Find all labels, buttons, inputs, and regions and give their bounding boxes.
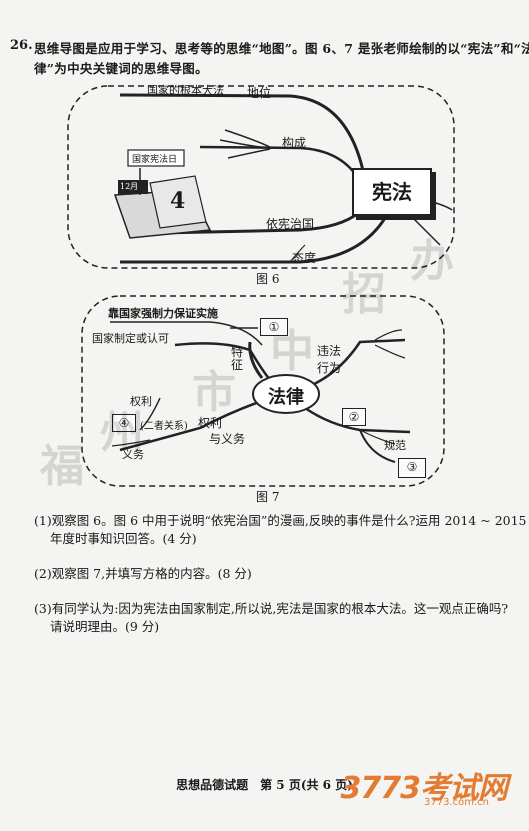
fig7-norms-label: 规范 bbox=[384, 439, 406, 452]
fig7-rights-label: 权利 bbox=[130, 395, 152, 408]
fig7-caption: 图 7 bbox=[256, 490, 280, 504]
fig7-center-law: 法律 bbox=[268, 387, 304, 408]
watermark-char-4: 中 bbox=[270, 326, 314, 377]
figure6-mindmap bbox=[67, 85, 455, 269]
fig6-branch-attitude: 态度 bbox=[292, 251, 317, 265]
fig7-with-duties-label: 与义务 bbox=[209, 432, 246, 446]
subquestion-1-line1: (1)观察图 6。图 6 中用于说明“依宪治国”的漫画,反映的事件是什么?运用 … bbox=[34, 513, 527, 528]
fig6-calendar-day: 4 bbox=[170, 188, 186, 214]
question-text-line1: 思维导图是应用于学习、思考等的思维“地图”。图 6、7 是张老师绘制的以“宪法”… bbox=[34, 41, 529, 56]
fig7-relation-label: (二者关系) bbox=[140, 421, 188, 432]
subquestion-1-line2: 年度时事知识回答。(4 分) bbox=[50, 531, 197, 546]
fig7-blank-3: ③ bbox=[398, 458, 426, 478]
fig6-branch-composition: 构成 bbox=[282, 136, 307, 150]
fig7-feature-label: 特征 bbox=[231, 345, 244, 372]
subquestion-2-line1: (2)观察图 7,并填写方格的内容。(8 分) bbox=[34, 566, 252, 581]
question-text-line2: 律”为中央关键词的思维导图。 bbox=[34, 61, 208, 76]
fig6-center-constitution: 宪法 bbox=[352, 168, 432, 216]
figure7-mindmap bbox=[81, 295, 445, 487]
fig6-cartoon-sign: 国家宪法日 bbox=[132, 155, 178, 165]
fig7-left-label: 国家制定或认可 bbox=[92, 332, 169, 345]
watermark-char-1: 福 bbox=[40, 441, 84, 492]
brand-url: 3773.com.cn bbox=[424, 797, 489, 808]
subquestion-3-line1: (3)有同学认为:因为宪法由国家制定,所以说,宪法是国家的根本大法。这一观点正确… bbox=[34, 601, 509, 616]
fig7-behavior-label: 违法行为 bbox=[317, 344, 342, 375]
fig7-rights-duties-label: 权利 bbox=[198, 416, 223, 430]
fig7-blank-2: ② bbox=[342, 408, 366, 426]
fig6-branch-fundamental-law: 国家的根本大法 bbox=[147, 84, 224, 97]
fig6-caption: 图 6 bbox=[256, 272, 280, 286]
fig7-duties-label: 义务 bbox=[122, 448, 144, 461]
fig6-branch-rule-by-constitution: 依宪治国 bbox=[266, 217, 315, 231]
subquestion-3-line2: 请说明理由。(9 分) bbox=[50, 619, 160, 634]
watermark-char-6: 办 bbox=[410, 236, 454, 287]
watermark-char-2: 州 bbox=[100, 407, 144, 458]
fig7-top-label: 靠国家强制力保证实施 bbox=[108, 307, 218, 320]
brand-logo: 3773考试网 bbox=[340, 771, 508, 806]
question-number: 26. bbox=[10, 38, 33, 53]
watermark-char-3: 市 bbox=[192, 367, 236, 418]
fig7-blank-4: ④ bbox=[112, 414, 136, 432]
fig6-calendar-month: 12月 bbox=[120, 182, 139, 191]
fig7-blank-1: ① bbox=[260, 318, 288, 336]
watermark-char-5: 招 bbox=[342, 269, 386, 320]
page-footer: 思想品德试题 第 5 页(共 6 页) bbox=[176, 778, 353, 792]
fig6-branch-status: 地位 bbox=[247, 86, 272, 100]
